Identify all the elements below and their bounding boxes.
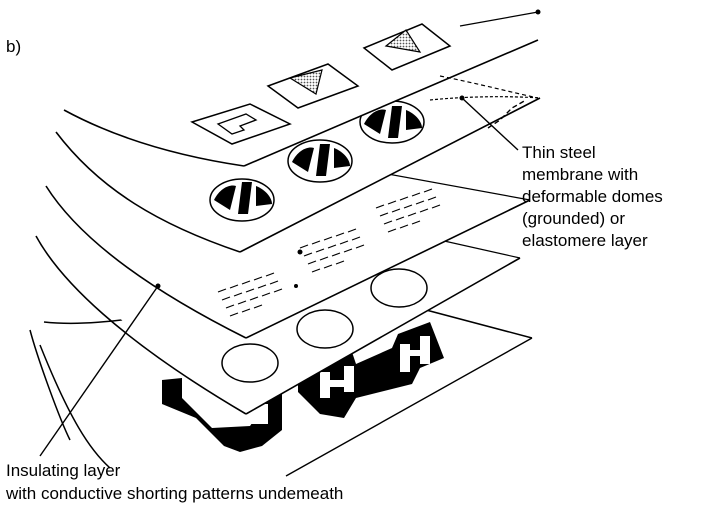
insulating-leader-line bbox=[39, 285, 159, 457]
conductive-traces bbox=[162, 322, 444, 452]
membrane-label-line-2: membrane with bbox=[522, 165, 638, 184]
insulating-label-line-2: with conductive shorting patterns undeme… bbox=[5, 484, 343, 503]
up-key bbox=[362, 23, 452, 71]
dome-2 bbox=[287, 139, 353, 183]
membrane-label-line-3: deformable domes bbox=[522, 187, 663, 206]
membrane-label-line-5: elastomere layer bbox=[522, 231, 648, 250]
panel-label: b) bbox=[6, 37, 21, 56]
membrane-leader-line bbox=[461, 97, 519, 151]
shorting-pattern-3 bbox=[375, 188, 441, 233]
membrane-edge-detail bbox=[439, 75, 539, 99]
down-key bbox=[266, 63, 360, 109]
dome-3 bbox=[359, 100, 425, 144]
spacer-hole-1 bbox=[221, 343, 279, 383]
membrane-label-line-4: (grounded) or bbox=[522, 209, 625, 228]
membrane-label-line-1: Thin steel bbox=[522, 143, 596, 162]
return-key bbox=[190, 103, 292, 145]
insulating-label-line-1: Insulating layer bbox=[6, 461, 121, 480]
shorting-pattern-1 bbox=[217, 272, 283, 317]
membrane-label: Thin steel membrane with deformable dome… bbox=[522, 143, 663, 250]
dome-1 bbox=[209, 178, 275, 222]
spacer-hole-2 bbox=[296, 309, 354, 349]
shorting-pattern-2 bbox=[299, 228, 365, 273]
insulating-label: Insulating layer with conductive shortin… bbox=[5, 461, 343, 503]
steel-membrane-layer bbox=[55, 96, 541, 253]
spacer-hole-3 bbox=[370, 268, 428, 308]
top-overlay-layer bbox=[63, 9, 541, 167]
